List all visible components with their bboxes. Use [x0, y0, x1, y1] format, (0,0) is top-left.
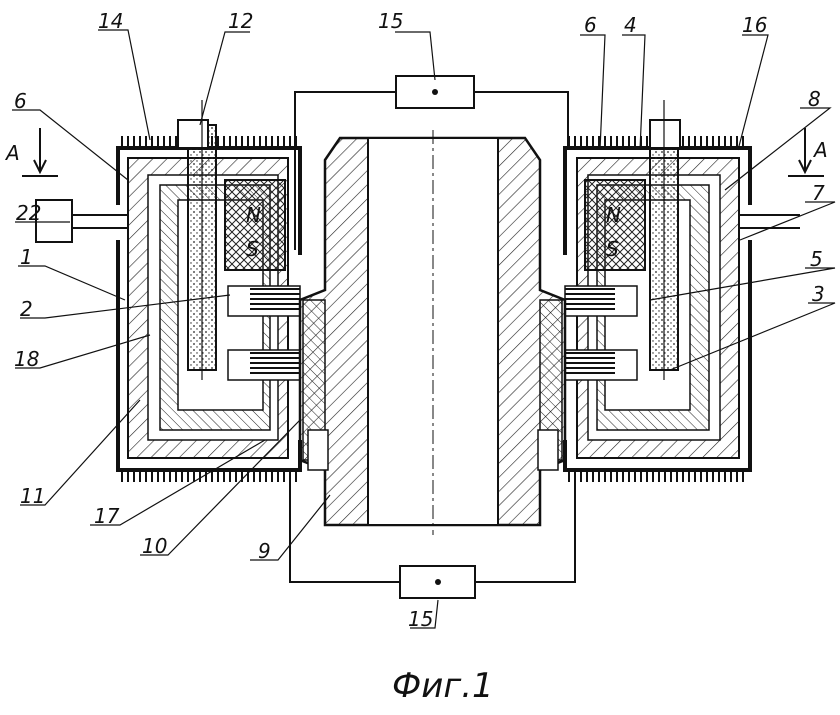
label-6-right: 6 [584, 13, 597, 37]
label-2: 2 [20, 297, 33, 321]
label-10: 10 [142, 534, 167, 558]
leader-lines [12, 29, 836, 629]
label-1: 1 [20, 245, 33, 269]
label-17: 17 [94, 504, 120, 528]
label-18: 18 [14, 347, 39, 371]
label-9: 9 [258, 539, 271, 563]
label-6-left: 6 [14, 89, 27, 113]
left-fitting [35, 199, 73, 243]
left-magnet [224, 179, 286, 271]
external-circuit [289, 75, 576, 599]
left-plates-upper [227, 285, 301, 317]
section-letter-left: A [4, 141, 20, 165]
label-3: 3 [812, 282, 825, 306]
section-mark-right: A [788, 128, 828, 177]
label-12: 12 [228, 9, 253, 33]
label-7: 7 [812, 181, 825, 205]
label-5: 5 [810, 247, 823, 271]
right-plates-upper [564, 285, 638, 317]
label-8: 8 [808, 87, 821, 111]
label-22: 22 [16, 201, 41, 225]
central-shaft [298, 130, 567, 535]
right-housing [563, 100, 800, 472]
left-plates-lower [227, 349, 301, 381]
pole-n-right: N [606, 203, 621, 227]
right-magnet [584, 179, 646, 271]
section-mark-left: A [4, 128, 58, 177]
pole-s-left: S [246, 237, 259, 261]
label-15-top: 15 [378, 9, 403, 33]
pole-s-right: S [606, 237, 619, 261]
label-16: 16 [742, 13, 767, 37]
right-plates-lower [564, 349, 638, 381]
section-letter-right: A [812, 138, 828, 162]
label-14: 14 [98, 9, 123, 33]
left-housing [35, 100, 302, 472]
pole-n-left: N [246, 203, 261, 227]
figure-caption: Фиг.1 [392, 666, 494, 706]
label-11: 11 [20, 484, 45, 508]
label-15-bottom: 15 [408, 607, 433, 631]
label-4: 4 [624, 13, 637, 37]
